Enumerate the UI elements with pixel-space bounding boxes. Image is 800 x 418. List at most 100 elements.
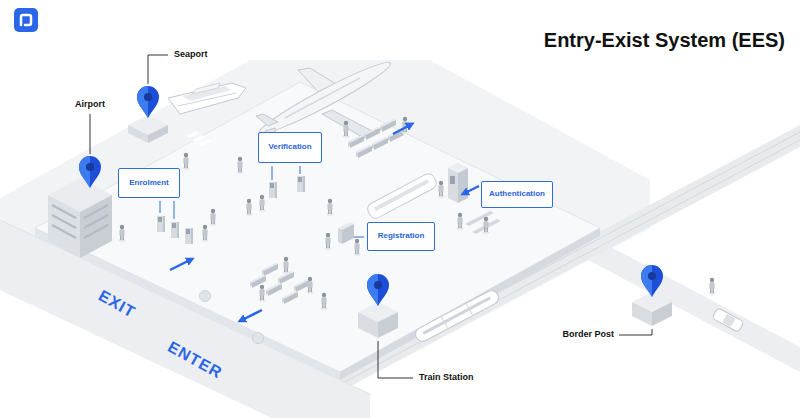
car — [712, 308, 744, 333]
process-box: Verification — [258, 132, 322, 163]
person-figure — [283, 257, 290, 274]
place-label: Seaport — [173, 50, 209, 60]
location-pin — [374, 281, 382, 289]
turnstile-gate — [348, 135, 364, 148]
airplane — [256, 56, 395, 140]
logo — [21, 15, 31, 25]
ground — [0, 60, 650, 392]
seaport-base — [128, 115, 168, 143]
location-pin — [79, 156, 101, 188]
terminal-platform — [35, 82, 600, 372]
person-figure — [343, 121, 350, 138]
authentication-booth — [450, 176, 455, 184]
label-leaders — [90, 114, 91, 154]
airport-building — [80, 195, 112, 258]
airport-building — [52, 225, 76, 238]
logo — [14, 8, 38, 32]
person-figure — [321, 293, 328, 310]
bus — [366, 172, 439, 221]
ship — [168, 83, 246, 114]
ship — [168, 83, 246, 114]
process-box: Registration — [367, 222, 435, 251]
bollards — [200, 291, 264, 344]
bus — [366, 172, 439, 221]
authentication-pointer — [463, 186, 479, 194]
airport-building — [52, 205, 108, 238]
location-pin — [79, 156, 101, 188]
airport-building — [84, 225, 108, 238]
flow-arrows — [240, 310, 262, 321]
airplane — [284, 77, 360, 118]
bus — [374, 179, 429, 211]
person-figure — [325, 233, 332, 250]
location-pin — [137, 86, 159, 118]
airplane — [256, 114, 278, 126]
car — [722, 314, 736, 328]
location-pin — [648, 272, 656, 280]
turnstile-gate — [282, 291, 298, 304]
person-figure — [457, 213, 464, 230]
person-figure — [438, 181, 445, 198]
kiosk-machine — [269, 182, 277, 198]
authentication-booth — [458, 168, 468, 203]
location-pins — [79, 86, 663, 306]
person-figure — [259, 285, 266, 302]
label-leaders — [619, 329, 652, 335]
registration-desk — [338, 228, 342, 244]
location-pin — [137, 86, 159, 118]
train — [413, 288, 501, 344]
person-figure — [183, 153, 190, 170]
node-leaders — [354, 237, 364, 238]
location-pin — [144, 93, 152, 101]
train — [441, 316, 448, 328]
node-leaders — [160, 166, 364, 237]
road-marking: ENTER — [165, 338, 225, 382]
flow-arrows — [393, 124, 412, 134]
crosswalk — [186, 131, 200, 138]
flow-arrows — [170, 259, 192, 270]
ground — [0, 60, 800, 418]
person-figure — [246, 199, 253, 216]
kiosk-machine — [157, 216, 165, 232]
location-pin — [367, 274, 389, 306]
box-label: Enrolment — [129, 178, 169, 187]
box-label: Authentication — [489, 189, 545, 198]
turnstile-gate — [388, 129, 404, 142]
authentication-booth — [448, 163, 468, 203]
bollards — [200, 291, 211, 302]
train — [466, 303, 473, 315]
box-label: Registration — [378, 231, 425, 240]
person-figure — [307, 277, 314, 294]
flow-arrows — [170, 124, 479, 321]
person-figure — [709, 278, 716, 295]
label-leaders — [148, 55, 168, 84]
logo — [14, 8, 38, 32]
person-figure — [210, 209, 217, 226]
border-post-building — [632, 302, 652, 326]
location-pin — [641, 265, 663, 297]
train-station-building — [358, 302, 398, 338]
ship — [192, 83, 220, 94]
turnstile-gate — [364, 127, 380, 140]
label-leaders — [378, 341, 413, 378]
node-leaders — [174, 201, 175, 219]
train-station-building — [358, 312, 378, 338]
authentication-booth — [448, 168, 458, 203]
person-figure — [327, 199, 334, 216]
person-figure — [354, 239, 361, 256]
turnstile-gate — [372, 137, 388, 150]
registration-desk — [338, 222, 354, 244]
place-label: Train Station — [418, 373, 475, 383]
location-pin — [137, 86, 148, 118]
airport-building — [48, 195, 80, 258]
location-pin — [79, 156, 90, 188]
location-pin — [367, 274, 378, 306]
seaport-base — [128, 125, 148, 143]
label-leaders — [90, 55, 652, 378]
place-label: Border Post — [561, 330, 615, 340]
node-leaders — [272, 166, 273, 180]
car — [712, 308, 744, 333]
